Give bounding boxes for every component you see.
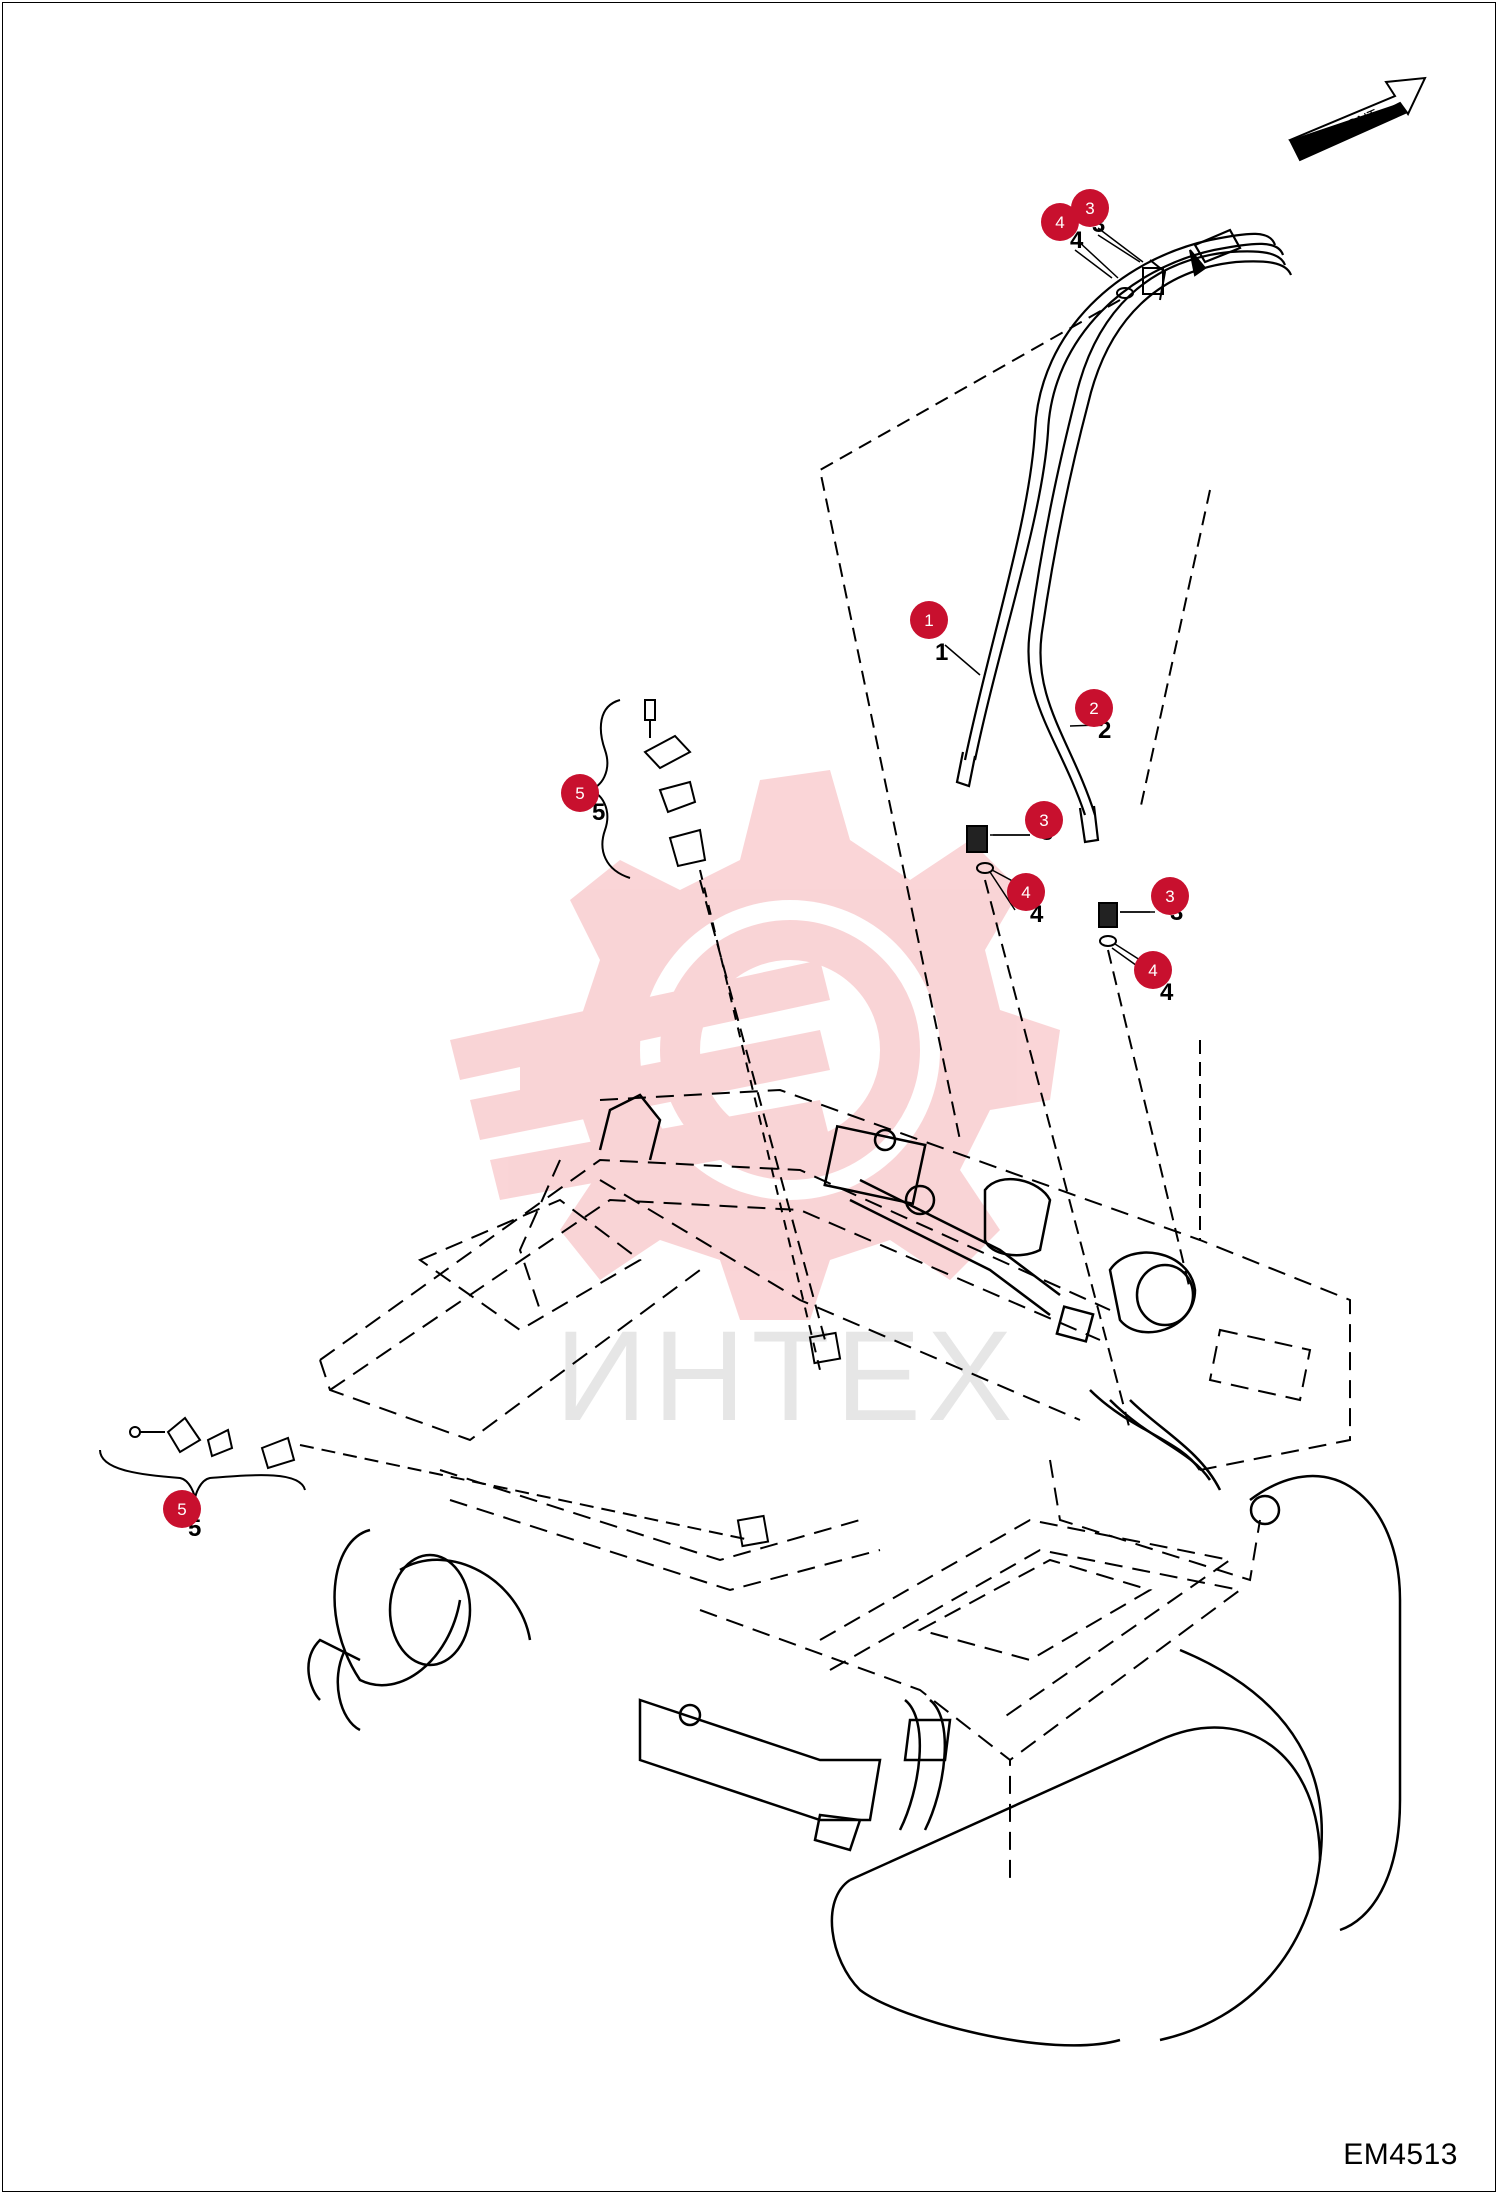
callout-badge: 2 (1075, 689, 1113, 727)
assembly-leader-lines (299, 299, 1211, 1541)
callout-leaders (944, 234, 1150, 969)
machine-frame-upper (319, 1088, 1351, 1880)
callout-badge: 4 (1007, 873, 1045, 911)
callout-number: 4 (1021, 883, 1030, 902)
callout-badges: 4 3 1 2 3 4 3 (163, 189, 1189, 1528)
hydraulic-hoses (955, 228, 1293, 844)
callout-number: 5 (177, 1500, 186, 1519)
callout-badge: 3 (1071, 189, 1109, 227)
callout-number: 4 (1148, 961, 1157, 980)
callout-number: 1 (924, 611, 933, 630)
watermark-logo (450, 770, 1060, 1320)
callout-badge: 4 (1041, 203, 1079, 241)
callout-badge: 1 (910, 601, 948, 639)
callout-number: 3 (1039, 811, 1048, 830)
callout-badge: 3 (1151, 877, 1189, 915)
fastener-kit-upper (587, 699, 842, 1371)
callout-number: 3 (1085, 199, 1094, 218)
ref-numeral: 1 (935, 639, 948, 666)
callout-number: 5 (575, 784, 584, 803)
front-label: FRONT (1326, 106, 1380, 143)
callout-number: 4 (1055, 213, 1064, 232)
watermark-text: ИНТЕХ (555, 1305, 1018, 1448)
callout-badge: 5 (163, 1490, 201, 1528)
callout-number: 3 (1165, 887, 1174, 906)
fitting-group-top (1077, 227, 1207, 301)
fastener-kit-lower (99, 1416, 770, 1548)
ref-numeral: 5 (592, 799, 605, 826)
callout-badge: 4 (1134, 951, 1172, 989)
callout-number: 2 (1089, 699, 1098, 718)
front-direction-arrow: FRONT (1288, 76, 1427, 162)
figure-code: EM4513 (1343, 2138, 1458, 2171)
machine-frame-solid (307, 1093, 1402, 2047)
callout-badge: 5 (561, 774, 599, 812)
callout-badge: 3 (1025, 801, 1063, 839)
